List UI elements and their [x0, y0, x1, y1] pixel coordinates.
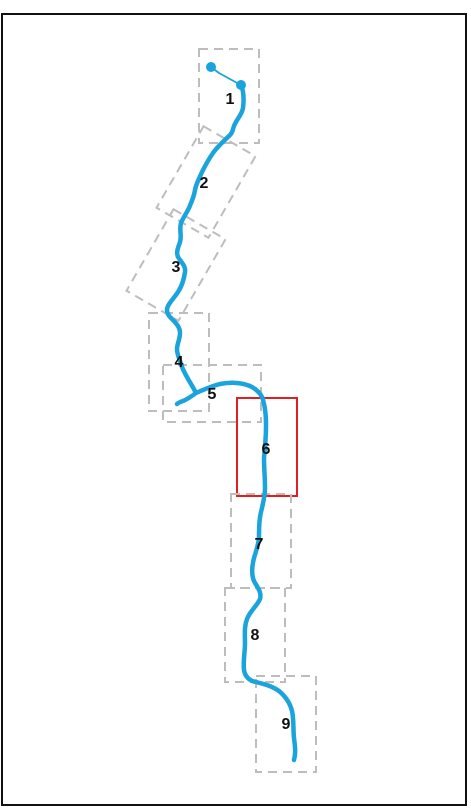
route-end-dot[interactable] — [236, 80, 246, 90]
tile-label-6: 6 — [262, 441, 271, 458]
tile-label-7: 7 — [255, 536, 264, 553]
map-frame — [1, 13, 467, 806]
tiles-layer — [125, 48, 317, 773]
route-start-dot[interactable] — [206, 62, 216, 72]
tile-box-6[interactable] — [236, 397, 298, 497]
tile-box-1[interactable] — [198, 48, 260, 144]
tile-label-8: 8 — [251, 627, 260, 644]
route-start-segment — [210, 66, 242, 86]
tile-label-2: 2 — [200, 175, 209, 192]
tile-label-4: 4 — [175, 354, 184, 371]
tile-label-3: 3 — [172, 259, 181, 276]
route-path[interactable] — [164, 82, 298, 763]
tile-box-3[interactable] — [125, 207, 227, 323]
labels-layer: 1 2 3 4 5 6 7 8 9 — [172, 91, 291, 733]
tile-label-1: 1 — [226, 91, 235, 108]
tile-box-9[interactable] — [255, 675, 317, 773]
tile-box-4[interactable] — [148, 312, 210, 412]
tile-label-5: 5 — [208, 386, 217, 403]
route-layer — [164, 62, 298, 763]
tile-label-9: 9 — [282, 716, 291, 733]
